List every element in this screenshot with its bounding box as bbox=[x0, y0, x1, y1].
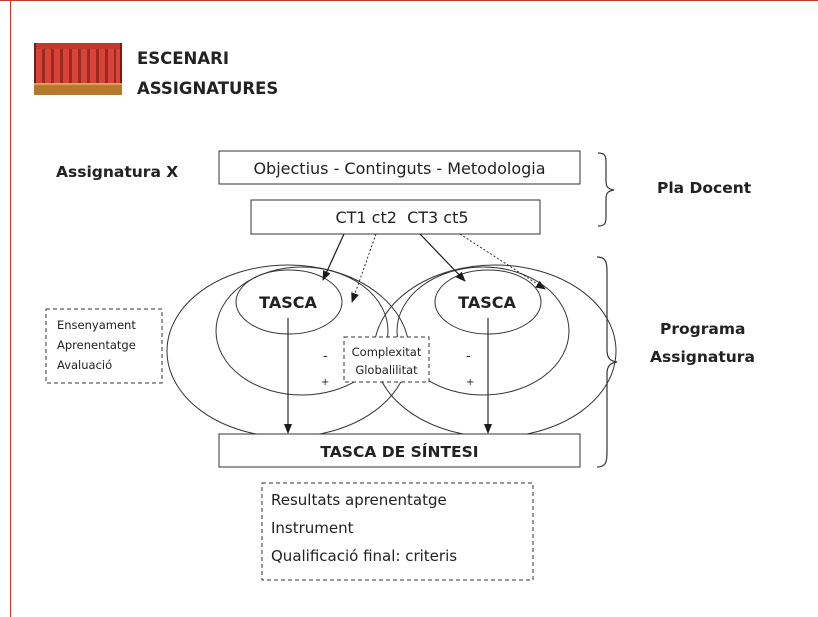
theater-stage-icon bbox=[34, 43, 122, 95]
arrow-ct-to-left-middle-dotted bbox=[351, 233, 377, 303]
task-left-label: TASCA bbox=[259, 293, 317, 312]
pla-docent-brace bbox=[597, 152, 615, 227]
complexity-line2: Globalilitat bbox=[355, 363, 418, 377]
left-inner-ellipse bbox=[235, 269, 343, 335]
left-middle-ellipse bbox=[215, 266, 389, 396]
programa-brace bbox=[596, 256, 618, 468]
teaching-box bbox=[45, 308, 163, 384]
right-middle-ellipse bbox=[396, 266, 570, 396]
header-title: ESCENARI ASSIGNATURES bbox=[137, 44, 278, 104]
left-minus-sign: - bbox=[323, 349, 328, 364]
competences-box bbox=[250, 199, 541, 235]
teaching-item-2: Aprenentatge bbox=[57, 338, 136, 352]
programa-label-line2: Assignatura bbox=[650, 348, 755, 366]
synthesis-task-text: TASCA DE SÍNTESI bbox=[320, 442, 478, 461]
right-minus-sign: - bbox=[466, 349, 471, 364]
competences-box-text: CT1 ct2 CT3 ct5 bbox=[335, 208, 468, 227]
frame-left-line bbox=[10, 0, 11, 617]
teaching-item-1: Ensenyament bbox=[57, 318, 136, 332]
programa-label-line1: Programa bbox=[660, 320, 745, 338]
arrow-ct-to-right-middle-dotted bbox=[459, 233, 546, 290]
header-title-line1: ESCENARI bbox=[137, 49, 229, 68]
arrow-ct-to-left-task bbox=[322, 233, 345, 281]
synthesis-task-box bbox=[218, 433, 581, 468]
objectives-box-text: Objectius - Continguts - Metodologia bbox=[253, 159, 545, 178]
frame-top-line bbox=[0, 0, 818, 1]
complexity-box bbox=[343, 336, 430, 383]
results-item-1: Resultats aprenentatge bbox=[271, 491, 447, 509]
complexity-line1: Complexitat bbox=[352, 345, 422, 359]
left-plus-sign: + bbox=[321, 377, 329, 388]
teaching-item-3: Avaluació bbox=[57, 358, 112, 372]
results-item-2: Instrument bbox=[271, 519, 354, 537]
subject-label: Assignatura X bbox=[56, 163, 178, 181]
right-plus-sign: + bbox=[466, 377, 474, 388]
results-item-3: Qualificació final: criteris bbox=[271, 547, 457, 565]
header-title-line2: ASSIGNATURES bbox=[137, 79, 279, 98]
results-box bbox=[261, 482, 534, 581]
objectives-box bbox=[218, 150, 581, 185]
pla-docent-label: Pla Docent bbox=[657, 179, 752, 197]
arrow-ct-to-right-task bbox=[419, 233, 466, 282]
task-right-label: TASCA bbox=[458, 293, 516, 312]
